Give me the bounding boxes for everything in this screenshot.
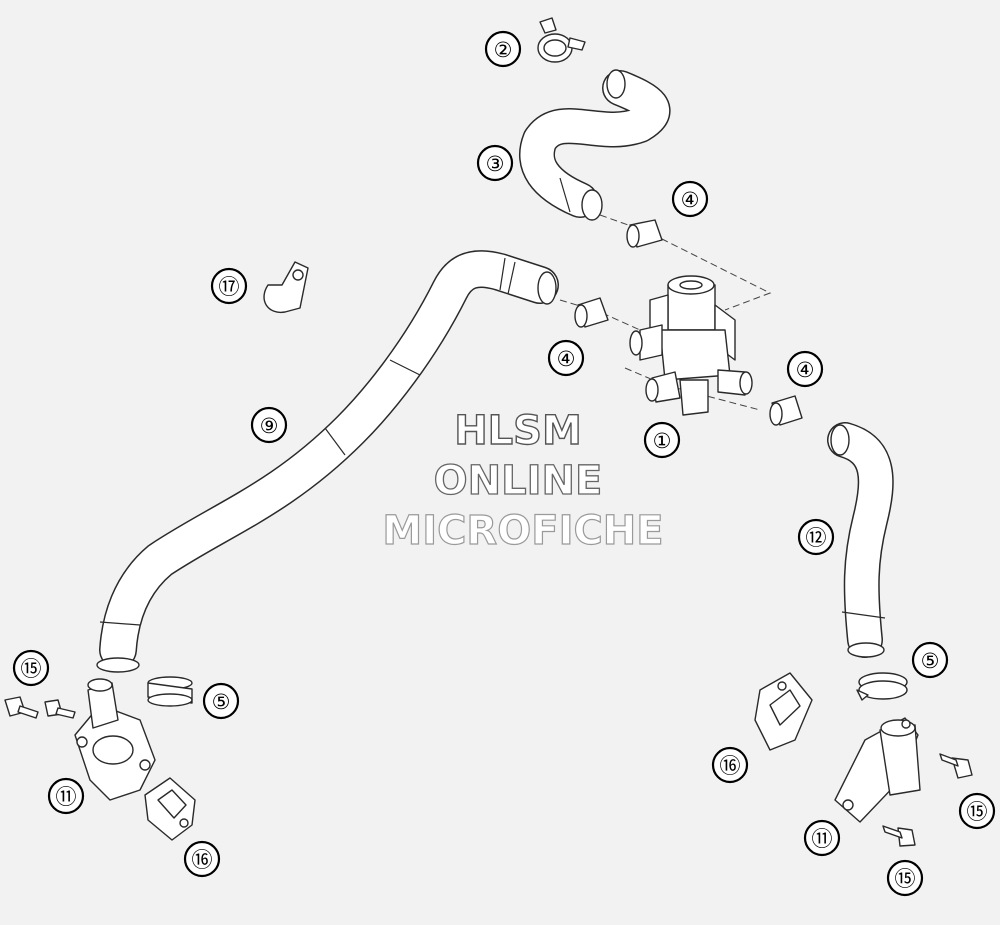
svg-text:⑪: ⑪ <box>812 827 833 851</box>
svg-text:④: ④ <box>681 188 700 212</box>
callouts: ① ② ③ ④ ④ ④ ⑤ ⑤ ⑨ ⑪ ⑪ ⑫ ⑮ ⑮ ⑮ ⑯ ⑯ ⑰ <box>12 30 996 897</box>
callout-clamp-c: ④ <box>786 350 824 388</box>
svg-text:⑤: ⑤ <box>921 649 940 673</box>
svg-text:⑤: ⑤ <box>212 690 231 714</box>
callout-hose-long: ⑨ <box>250 406 288 444</box>
callout-gasket-left: ⑯ <box>183 840 221 878</box>
callout-clamp-a: ④ <box>671 180 709 218</box>
watermark: HLSM ONLINE MICROFICHE <box>382 407 664 554</box>
hose-holder <box>263 261 309 314</box>
gasket-left-part <box>144 777 196 841</box>
svg-text:⑯: ⑯ <box>192 848 213 872</box>
callout-gasket-right: ⑯ <box>711 746 749 784</box>
watermark-line-1: HLSM <box>454 408 582 454</box>
callout-clamp-e: ⑤ <box>911 641 949 679</box>
callout-cover-left: ⑪ <box>47 777 85 815</box>
svg-text:⑫: ⑫ <box>806 526 827 550</box>
svg-text:③: ③ <box>486 152 505 176</box>
callout-clamp-b: ④ <box>547 339 585 377</box>
svg-text:⑨: ⑨ <box>260 414 279 438</box>
clamps-four <box>574 219 803 426</box>
clamps-five <box>147 672 908 707</box>
svg-text:④: ④ <box>796 358 815 382</box>
air-valve <box>629 275 753 416</box>
upper-hose <box>519 69 671 221</box>
callout-clamp-top: ② <box>484 30 522 68</box>
svg-text:①: ① <box>653 429 672 453</box>
callout-screw-a: ⑮ <box>12 649 50 687</box>
svg-text:⑯: ⑯ <box>720 754 741 778</box>
svg-text:⑪: ⑪ <box>56 785 77 809</box>
callout-hose-right: ⑫ <box>797 518 835 556</box>
assembly-lines <box>559 214 772 411</box>
callout-cover-right: ⑪ <box>803 819 841 857</box>
long-hose <box>96 250 559 673</box>
callout-holder: ⑰ <box>210 267 248 305</box>
callout-clamp-d: ⑤ <box>202 682 240 720</box>
clamp-top-part <box>537 17 586 63</box>
svg-text:⑮: ⑮ <box>21 657 42 681</box>
svg-text:⑮: ⑮ <box>895 867 916 891</box>
callout-screw-b: ⑮ <box>958 792 996 830</box>
callout-hose-upper: ③ <box>476 144 514 182</box>
screws-right <box>882 753 973 847</box>
cover-left-part <box>74 678 156 801</box>
svg-text:⑮: ⑮ <box>967 800 988 824</box>
cover-right-part <box>834 717 921 823</box>
svg-text:⑰: ⑰ <box>219 275 240 299</box>
callout-screw-c: ⑮ <box>886 859 924 897</box>
screws-left <box>4 696 76 719</box>
gasket-right-part <box>754 672 813 751</box>
callout-valve: ① <box>643 421 681 459</box>
svg-text:④: ④ <box>557 347 576 371</box>
watermark-line-3: MICROFICHE <box>382 508 663 554</box>
svg-text:②: ② <box>494 38 513 62</box>
watermark-line-2: ONLINE <box>434 458 603 504</box>
right-hose <box>827 422 894 658</box>
